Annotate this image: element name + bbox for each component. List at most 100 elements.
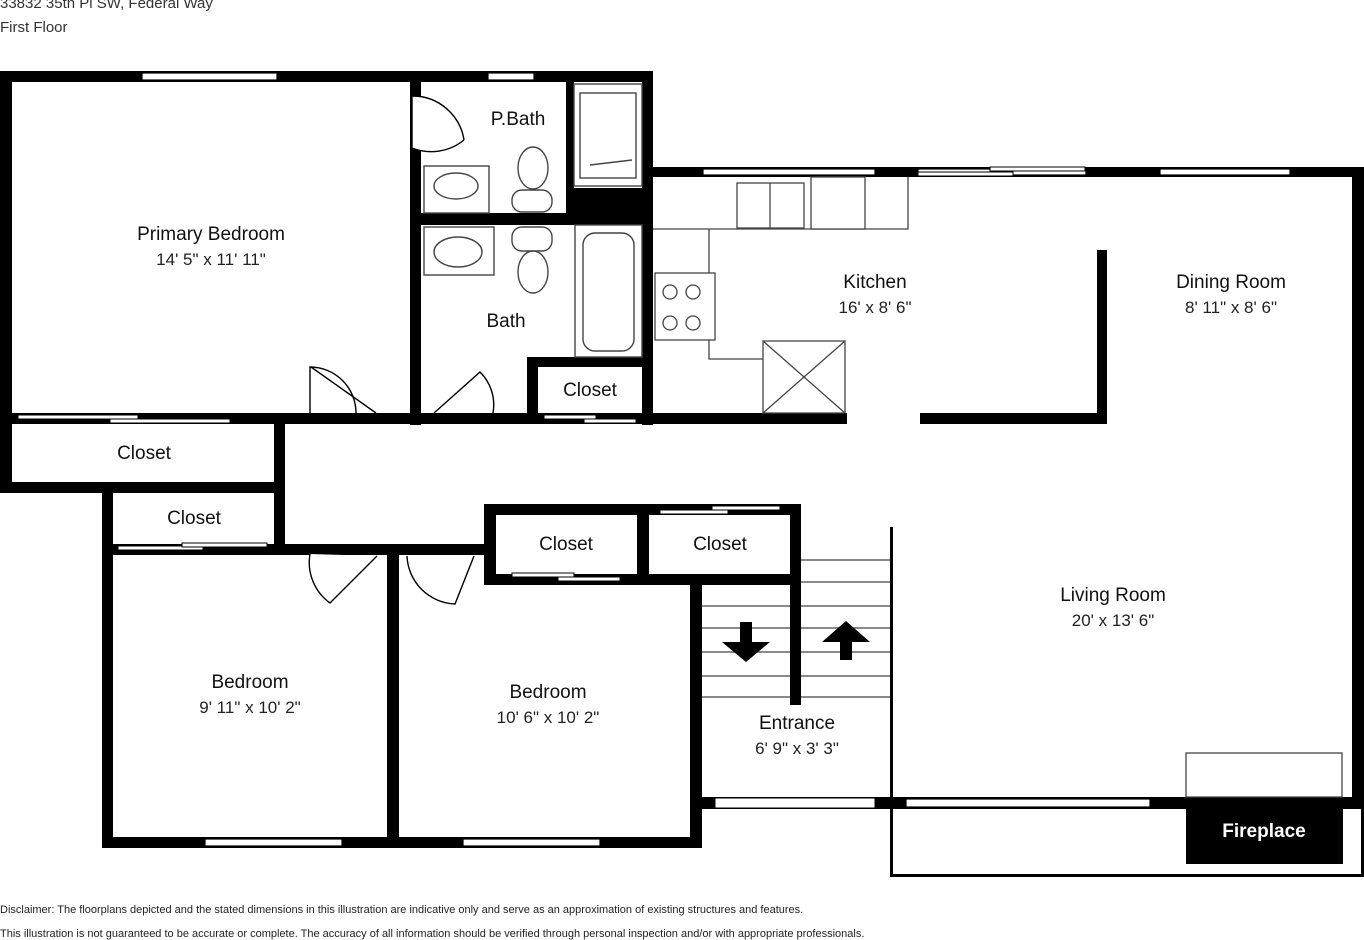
stair-arrows <box>722 621 870 662</box>
door-swing <box>309 366 357 414</box>
wall <box>527 357 653 367</box>
range <box>654 272 716 341</box>
fireplace-hearth <box>1185 752 1343 798</box>
door-swing <box>411 95 465 141</box>
door-swing <box>433 371 495 414</box>
window <box>905 798 1151 808</box>
windows <box>141 72 1291 847</box>
room-name: Primary Bedroom <box>137 224 285 245</box>
room-name: Dining Room <box>1176 272 1286 293</box>
wall <box>1361 807 1364 877</box>
wall <box>1097 250 1107 424</box>
living-room-label: Living Room 20' x 13' 6" <box>1060 585 1166 631</box>
fridge <box>810 176 866 230</box>
wall <box>0 71 653 82</box>
entrance-label: Entrance 6' 9" x 3' 3" <box>755 713 839 759</box>
room-name: Kitchen <box>843 272 907 293</box>
kitchen-label: Kitchen 16' x 8' 6" <box>838 272 911 318</box>
wall <box>790 504 801 705</box>
dining-room-label: Dining Room 8' 11" x 8' 6" <box>1176 272 1286 318</box>
toilet-tank <box>511 189 553 213</box>
closet-slider <box>583 418 637 424</box>
kitchen-fixtures <box>653 176 1343 798</box>
wall <box>566 188 653 225</box>
wall <box>387 544 399 838</box>
burner <box>662 284 678 300</box>
patio-slider <box>989 166 1086 172</box>
sink <box>433 236 483 268</box>
window <box>141 72 278 81</box>
shower <box>579 92 637 179</box>
disclaimer-line-1: Disclaimer: The floorplans depicted and … <box>0 904 804 916</box>
door-swing <box>308 553 378 604</box>
room-dims: 6' 9" x 3' 3" <box>755 739 839 758</box>
room-name: Bedroom <box>211 672 289 693</box>
wall <box>0 71 12 491</box>
closet-slider <box>181 542 268 548</box>
closet-slider <box>109 418 231 424</box>
closet-label: Closet <box>117 443 171 464</box>
window <box>462 838 601 847</box>
wall <box>410 71 421 425</box>
fireplace-block <box>1186 797 1343 864</box>
wall <box>274 424 285 554</box>
burner <box>685 284 701 300</box>
room-name: P.Bath <box>490 109 546 130</box>
wall <box>890 527 893 877</box>
wall <box>637 504 649 584</box>
wall <box>890 874 1364 877</box>
sink <box>433 172 479 200</box>
room-name: Living Room <box>1060 585 1166 606</box>
bedroom-left-label: Bedroom 9' 11" x 10' 2" <box>199 672 300 718</box>
closet-slider <box>711 505 781 511</box>
wall <box>102 482 113 847</box>
closet-slider <box>511 572 575 578</box>
closet-slider <box>543 414 597 420</box>
room-dims: 16' x 8' 6" <box>838 298 912 317</box>
room-name: Entrance <box>758 713 836 734</box>
wall <box>642 71 653 425</box>
address-text: 33832 35th Pl SW, Federal Way <box>0 0 213 12</box>
window <box>1159 168 1291 176</box>
wall <box>102 544 488 555</box>
wall <box>12 413 847 424</box>
swing-doors <box>308 95 495 605</box>
wall <box>566 82 574 188</box>
room-dims: 14' 5" x 11' 11" <box>156 250 266 269</box>
door-swing <box>310 366 377 414</box>
bath-label: Bath <box>486 311 525 333</box>
door-swing <box>406 555 475 605</box>
disclaimer-line-2: This illustration is not guaranteed to b… <box>0 928 865 940</box>
room-dims: 20' x 13' 6" <box>1071 611 1155 630</box>
bedroom-mid-label: Bedroom 10' 6" x 10' 2" <box>497 682 600 728</box>
primary-bedroom-label: Primary Bedroom 14' 5" x 11' 11" <box>137 224 285 270</box>
door-swing <box>411 96 465 153</box>
window <box>487 72 535 81</box>
pbath-label: P.Bath <box>491 109 546 131</box>
tub <box>582 232 635 352</box>
closet-slider <box>557 576 621 582</box>
closet-slider <box>659 509 729 515</box>
wall <box>690 574 702 848</box>
wall <box>527 357 538 424</box>
sliding-doors <box>17 166 1086 809</box>
down-arrow-icon <box>722 622 770 662</box>
wall <box>0 482 285 493</box>
closet-label: Closet <box>539 534 593 555</box>
wall <box>484 574 801 585</box>
burner <box>662 315 678 331</box>
burner <box>685 315 701 331</box>
closet-slider <box>17 414 139 420</box>
room-name: Bedroom <box>509 682 587 703</box>
wall <box>1352 167 1364 807</box>
bath-fixtures <box>423 83 643 358</box>
closet-label: Closet <box>563 380 617 401</box>
floor-label: First Floor <box>0 19 68 36</box>
room-name: Bath <box>486 311 526 332</box>
entry-door <box>714 797 876 809</box>
walls <box>0 71 1364 877</box>
toilet <box>517 250 549 294</box>
counter <box>709 177 909 230</box>
wall <box>102 837 702 848</box>
